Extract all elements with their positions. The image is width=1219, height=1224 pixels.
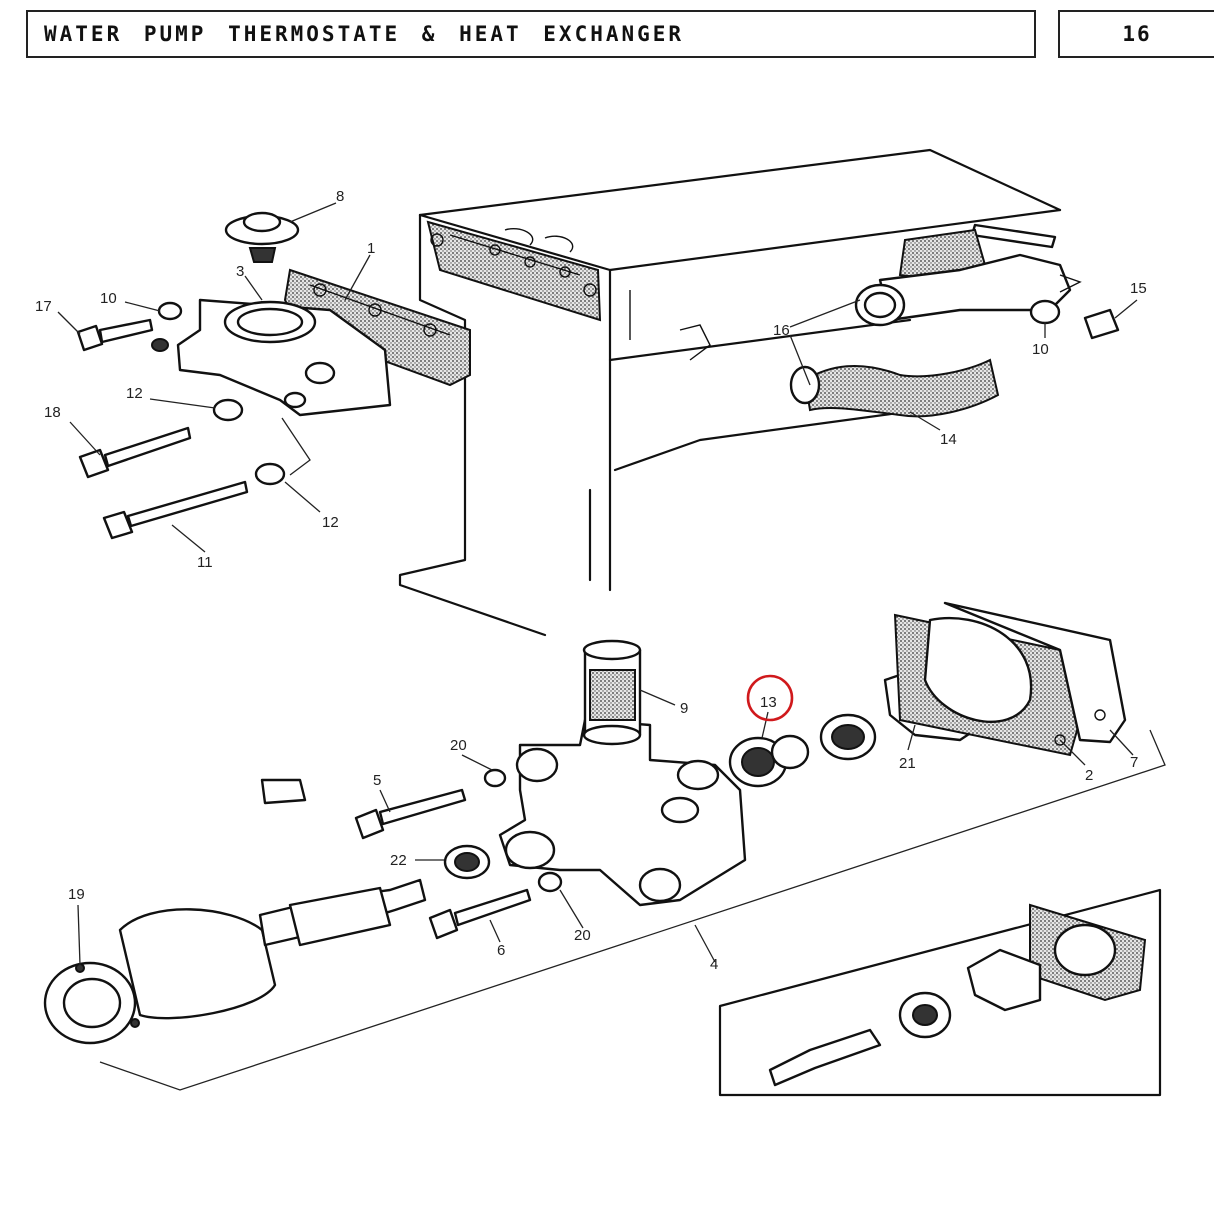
callout-13: 13 [760,694,777,711]
callout-16: 16 [773,322,790,339]
water-pump-assembly [43,601,1127,1045]
callout-19: 19 [68,886,85,903]
callout-6: 6 [497,942,505,959]
callout-21: 21 [899,755,916,772]
callout-20-lower: 20 [574,927,591,944]
page-number: 16 [1058,10,1214,58]
callout-labels: 8 1 3 10 17 12 18 12 11 15 10 16 14 9 13… [35,188,1147,973]
callout-13-highlight-circle [746,674,794,722]
callout-12-lower: 12 [322,514,339,531]
callout-11: 11 [197,554,213,571]
engine-block [398,148,1062,637]
callout-20-upper: 20 [450,737,467,754]
callout-1: 1 [367,240,375,257]
callout-8: 8 [336,188,344,205]
callout-17: 17 [35,298,52,315]
callout-22: 22 [390,852,407,869]
callout-7: 7 [1130,754,1138,771]
thermostat-assembly [76,211,471,540]
callout-12-upper: 12 [126,385,143,402]
callout-10-right: 10 [1032,341,1049,358]
callout-10-left: 10 [100,290,117,307]
callout-3: 3 [236,263,244,280]
inset-detail-box [718,888,1162,1097]
callout-18: 18 [44,404,61,421]
elbow-hose-assembly [789,223,1120,418]
callout-5: 5 [373,772,381,789]
callout-2: 2 [1085,767,1093,784]
diagram-title: WATER PUMP THERMOSTATE & HEAT EXCHANGER [26,10,1036,58]
leader-lines [57,202,1166,1091]
callout-15: 15 [1130,280,1147,297]
callout-14: 14 [940,431,957,448]
callout-4: 4 [710,956,718,973]
callout-9: 9 [680,700,688,717]
